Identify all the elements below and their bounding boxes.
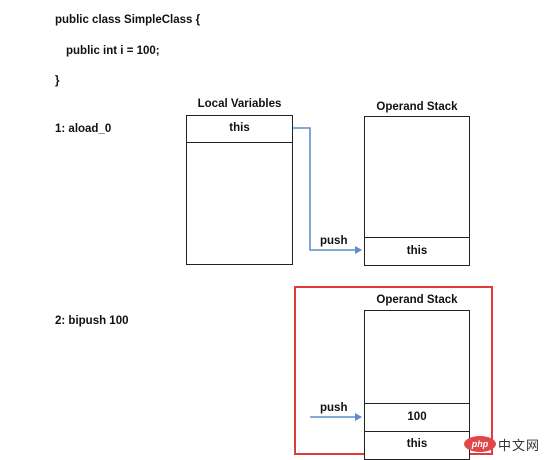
code-line-class-declaration: public class SimpleClass { [55, 14, 201, 26]
operand-stack-box-step1: this [364, 116, 470, 266]
push-arrow-step1 [293, 127, 362, 254]
step1-instruction: 1: aload_0 [55, 123, 112, 135]
push-label-step2: push [320, 402, 348, 414]
step2-instruction: 2: bipush 100 [55, 315, 129, 327]
watermark-text: 中文网 [498, 437, 541, 453]
watermark-php-logo: php [464, 436, 496, 452]
operand-stack-step2-cell-0: 100 [365, 403, 469, 431]
operand-stack-title-step1: Operand Stack [376, 101, 458, 113]
push-label-step1: push [320, 235, 348, 247]
operand-stack-step1-cell-0: this [365, 237, 469, 265]
operand-stack-box-step2: 100 this [364, 310, 470, 460]
operand-stack-step2-cell-1: this [365, 431, 469, 459]
code-line-field-declaration: public int i = 100; [66, 45, 160, 57]
local-variable-slot-0: this [187, 116, 292, 143]
local-variables-box: this [186, 115, 293, 265]
local-variables-title: Local Variables [197, 98, 282, 110]
operand-stack-title-step2: Operand Stack [376, 294, 458, 306]
code-line-closing-brace: } [55, 75, 60, 87]
watermark: php 中文网 [464, 433, 556, 455]
